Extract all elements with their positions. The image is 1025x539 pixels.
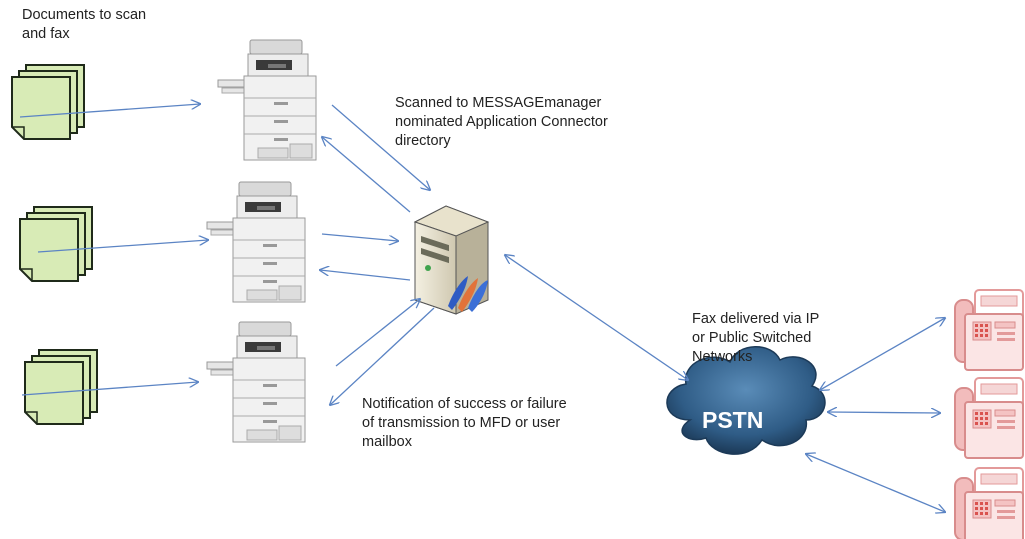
fax-machine-icon bbox=[954, 377, 1024, 459]
notification-label-line: mailbox bbox=[362, 434, 412, 450]
fax-delivery-label: Fax delivered via IP or Public Switched … bbox=[692, 310, 819, 367]
mfd-printer-icon bbox=[206, 181, 306, 303]
fax-delivery-label-line: Fax delivered via IP bbox=[692, 311, 820, 327]
arrow-server-cloud bbox=[505, 255, 688, 380]
fax-delivery-label-line: or Public Switched bbox=[692, 330, 812, 346]
connector-arrows bbox=[19, 104, 945, 512]
scanned-label: Scanned to MESSAGEmanager nominated Appl… bbox=[395, 94, 608, 151]
notification-label: Notification of success or failure of tr… bbox=[362, 395, 567, 452]
fax-machine-icon bbox=[954, 467, 1024, 539]
fax-delivery-label-line: Networks bbox=[692, 349, 753, 365]
mfd-printer-icon bbox=[217, 39, 317, 161]
mfd-printer-icon bbox=[206, 321, 306, 443]
fax-machine-icon bbox=[954, 289, 1024, 371]
scanned-label-line: nominated Application Connector bbox=[395, 114, 608, 130]
notification-label-line: Notification of success or failure bbox=[362, 396, 567, 412]
documents-label-line: Documents to scan bbox=[22, 7, 147, 23]
arrow-doc-to-printer bbox=[37, 240, 208, 253]
document-stack-icon bbox=[19, 206, 93, 282]
arrow-doc-to-printer bbox=[19, 104, 200, 118]
arrow-server-to-printer bbox=[330, 307, 435, 405]
arrow-cloud-fax bbox=[806, 454, 945, 512]
pstn-cloud-icon: PSTN bbox=[666, 346, 826, 455]
scanned-label-line: directory bbox=[395, 133, 451, 149]
arrow-printer-to-server bbox=[321, 233, 398, 241]
arrow-server-to-printer bbox=[320, 270, 411, 281]
server-icon bbox=[413, 205, 490, 315]
cloud-label: PSTN bbox=[702, 407, 763, 433]
documents-label-line: and fax bbox=[22, 26, 70, 42]
arrow-server-to-printer bbox=[322, 137, 411, 213]
documents-label: Documents to scan and fax bbox=[22, 6, 146, 44]
notification-label-line: of transmission to MFD or user bbox=[362, 415, 561, 431]
document-stack-icon bbox=[11, 64, 85, 140]
arrow-printer-to-server bbox=[335, 299, 420, 367]
arrow-printer-to-server bbox=[331, 104, 430, 190]
document-stack-icon bbox=[24, 349, 98, 425]
scanned-label-line: Scanned to MESSAGEmanager bbox=[395, 95, 602, 111]
arrow-cloud-fax bbox=[828, 412, 940, 413]
arrow-doc-to-printer bbox=[21, 382, 198, 396]
arrow-cloud-fax bbox=[820, 318, 945, 390]
